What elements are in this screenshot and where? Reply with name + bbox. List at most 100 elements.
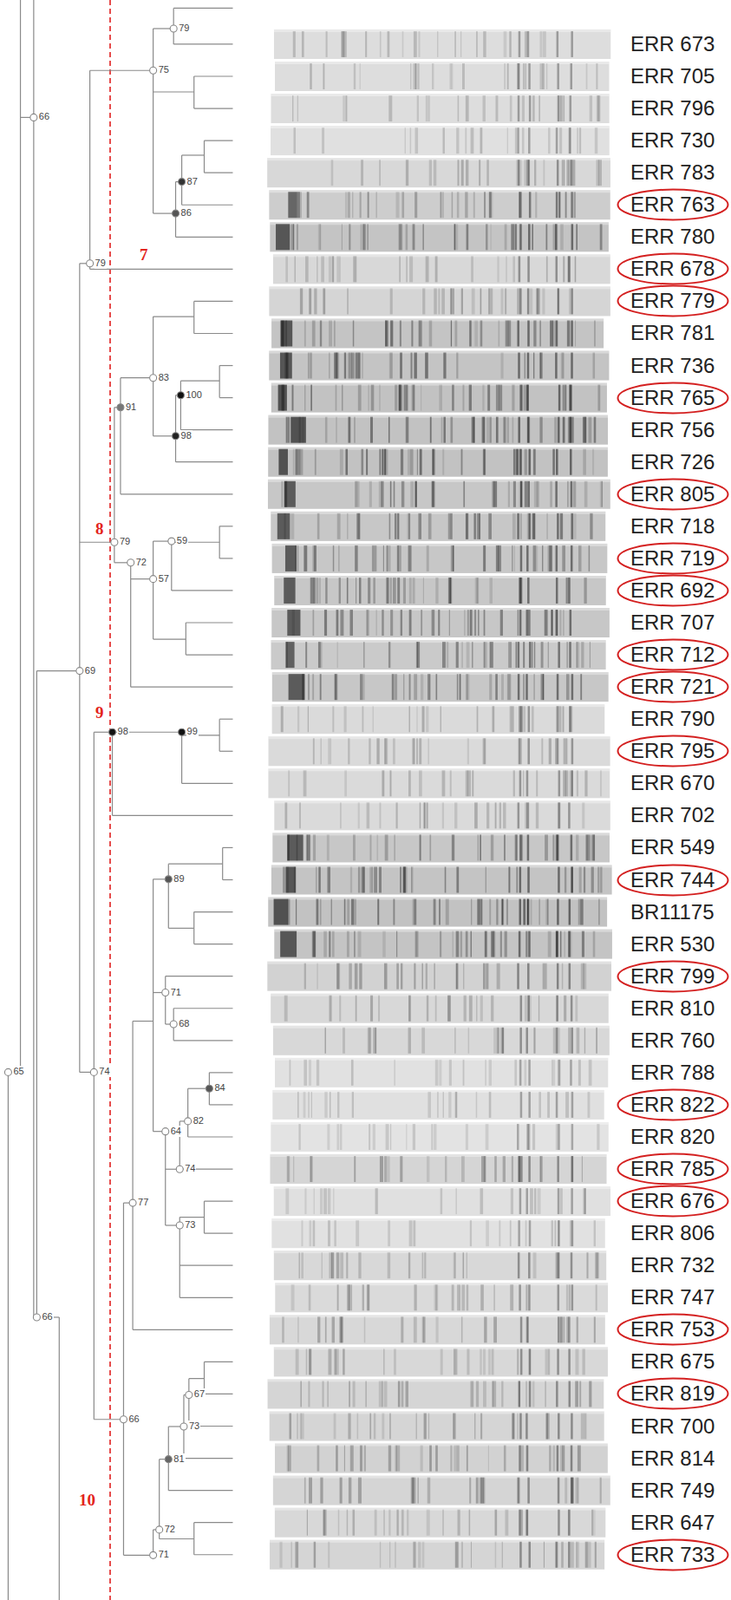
gel-band <box>480 1413 483 1440</box>
gel-band <box>570 159 574 186</box>
gel-band <box>566 673 570 700</box>
gel-band <box>285 255 288 282</box>
gel-band <box>433 899 437 926</box>
gel-band <box>394 385 398 412</box>
gel-band <box>455 223 459 250</box>
node-dot <box>119 1416 127 1423</box>
gel-band <box>379 31 382 58</box>
gel-lane <box>267 479 611 510</box>
gel-band <box>563 1316 565 1343</box>
lane-ground <box>267 157 611 188</box>
gel-band <box>516 127 520 154</box>
gel-band <box>582 449 587 476</box>
gel-band <box>558 802 562 829</box>
gel-band <box>345 95 347 122</box>
gel-band <box>298 1123 301 1150</box>
gel-band <box>528 95 532 122</box>
gel-band <box>384 963 388 990</box>
node-dot <box>164 1455 172 1463</box>
gel-band <box>558 770 562 797</box>
gel-band <box>527 995 530 1022</box>
tree-branch <box>32 0 34 1318</box>
gel-band <box>313 1187 315 1214</box>
gel-band <box>579 127 581 154</box>
gel-band <box>327 1541 330 1568</box>
gel-band <box>512 255 516 282</box>
tree-branch <box>182 204 234 206</box>
tree-branch <box>120 377 154 379</box>
gel-lane <box>272 672 609 702</box>
gel-band <box>554 223 558 250</box>
gel-band <box>567 319 570 346</box>
gel-band <box>556 834 559 861</box>
gel-band <box>338 545 340 572</box>
bootstrap-value: 87 <box>186 176 199 188</box>
gel-lane <box>274 929 613 960</box>
tree-branch <box>89 70 91 269</box>
gel-band <box>341 31 345 58</box>
gel-band <box>546 255 549 282</box>
gel-band <box>557 1059 561 1086</box>
bootstrap-value: 81 <box>172 1453 185 1465</box>
gel-lane <box>270 511 606 542</box>
gel-band <box>465 931 469 958</box>
gel-band <box>341 31 346 58</box>
gel-band <box>347 1413 351 1440</box>
gel-band <box>508 481 510 508</box>
gel-band <box>443 352 446 379</box>
strain-name: ERR 721 <box>616 670 730 704</box>
gel-band <box>376 834 379 861</box>
gel-band <box>308 287 312 314</box>
gel-band <box>315 577 319 604</box>
gel-band <box>313 737 315 764</box>
gel-band <box>558 1220 561 1247</box>
gel-band <box>545 223 548 250</box>
gel-band <box>495 1509 498 1536</box>
tree-branch <box>204 140 234 142</box>
node-dot <box>185 1390 193 1398</box>
gel-band <box>577 1445 581 1472</box>
gel-band <box>502 899 504 926</box>
gel-band <box>476 705 479 732</box>
gel-band <box>517 352 521 379</box>
gel-band <box>526 385 529 412</box>
gel-band <box>498 1220 501 1247</box>
gel-band <box>448 995 451 1022</box>
gel-band <box>489 1059 492 1086</box>
gel-band <box>461 1155 465 1182</box>
gel-band <box>422 1252 425 1279</box>
node-dot <box>168 537 176 545</box>
strain-name: ERR 790 <box>630 706 715 731</box>
gel-band <box>580 641 584 668</box>
strain-name: ERR 814 <box>630 1446 715 1471</box>
tree-branch <box>173 1007 233 1009</box>
gel-band <box>542 963 545 990</box>
gel-band <box>388 1445 392 1472</box>
gel-band <box>570 287 574 314</box>
gel-band <box>411 1477 412 1504</box>
gel-band <box>557 1187 561 1214</box>
gel-band <box>328 1252 332 1279</box>
gel-band <box>411 352 413 379</box>
gel-band <box>357 1413 359 1440</box>
gel-smear <box>285 545 297 572</box>
lane-ground <box>274 1346 608 1377</box>
node-dot <box>76 667 84 675</box>
gel-band <box>571 1091 575 1118</box>
gel-band <box>411 319 413 346</box>
gel-band <box>524 31 528 58</box>
tree-branch <box>188 1135 234 1137</box>
gel-band <box>575 834 579 861</box>
node-dot <box>86 260 94 268</box>
gel-band <box>336 1123 340 1150</box>
strain-name: BR11175 <box>630 900 715 925</box>
tree-branch <box>194 1521 234 1523</box>
gel-band <box>306 834 309 861</box>
node-dot <box>32 1313 40 1321</box>
gel-band <box>493 1316 497 1343</box>
lane-ground <box>273 254 611 284</box>
bootstrap-value: 59 <box>176 535 189 547</box>
strain-name: ERR 799 <box>616 959 730 993</box>
gel-band <box>534 159 536 186</box>
